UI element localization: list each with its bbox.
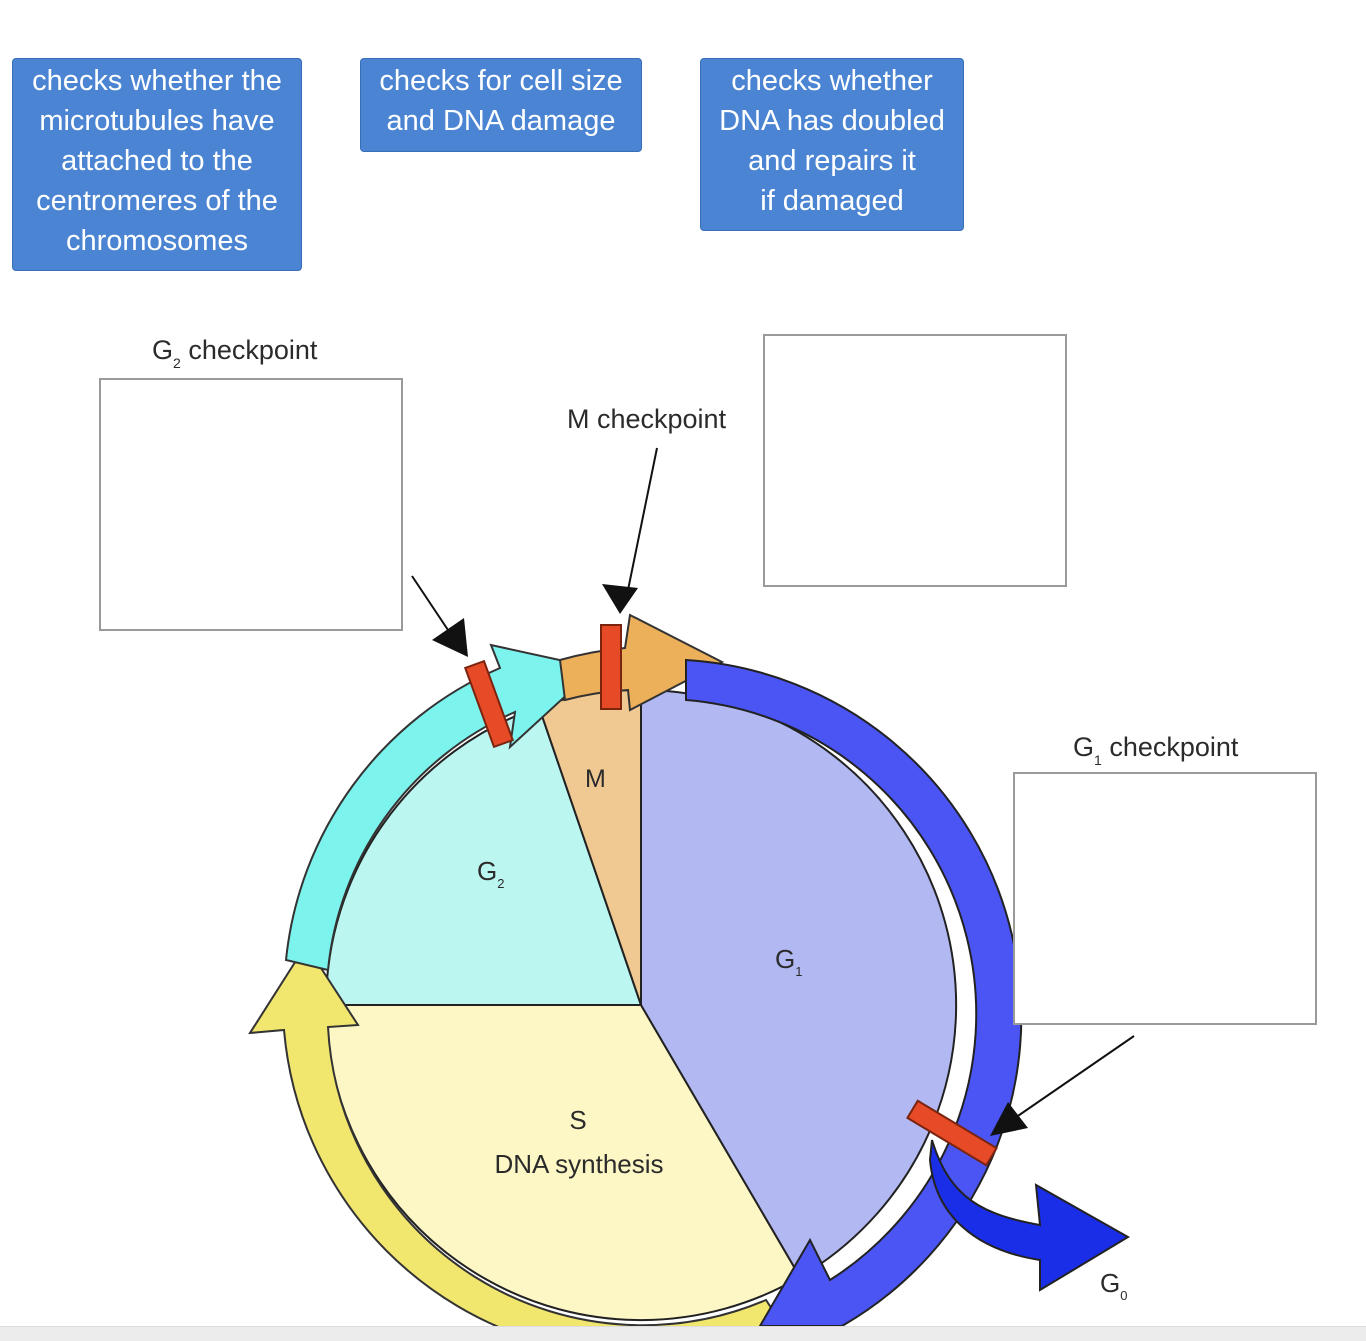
answer-tile-text: checks whether the microtubules have att… [32, 65, 282, 257]
g1-pointer-head [990, 1102, 1028, 1136]
g0-label: G0 [1100, 1268, 1127, 1303]
drop-target-m-checkpoint[interactable] [763, 334, 1067, 587]
drop-target-g2-checkpoint[interactable] [99, 378, 403, 631]
m-phase-label: M [585, 765, 606, 793]
m-pointer-line [627, 447, 658, 591]
s-phase-description: DNA synthesis [494, 1149, 663, 1179]
m-pointer-head [602, 584, 638, 614]
g1-pointer-line [1011, 1035, 1135, 1121]
g2-pointer-line [411, 575, 449, 631]
m-checkpoint-bar [600, 624, 622, 710]
g1-phase-label: G1 [775, 944, 802, 979]
answer-tile-cell-size[interactable]: checks for cell size and DNA damage [360, 58, 642, 152]
g2-phase-label: G2 [477, 856, 504, 891]
g0-exit-arrow [928, 1139, 1130, 1292]
answer-tile-text: checks for cell size and DNA damage [379, 65, 623, 137]
answer-tile-dna-doubled[interactable]: checks whether DNA has doubled and repai… [700, 58, 964, 231]
g1-phase-arrow [685, 658, 1023, 1326]
g2-checkpoint-bar [463, 659, 515, 749]
g1-checkpoint-bar [906, 1099, 998, 1167]
g2-checkpoint-label: G2 checkpoint [152, 335, 318, 371]
answer-tile-microtubules[interactable]: checks whether the microtubules have att… [12, 58, 302, 271]
m-checkpoint-label: M checkpoint [567, 404, 727, 434]
g2-phase-arrow [284, 643, 599, 972]
answer-tile-text: checks whether DNA has doubled and repai… [719, 65, 945, 217]
bottom-scrollbar-track[interactable] [0, 1326, 1366, 1341]
drop-target-g1-checkpoint[interactable] [1013, 772, 1317, 1025]
s-phase-label: S [569, 1105, 586, 1135]
g1-checkpoint-label: G1 checkpoint [1073, 732, 1239, 768]
g2-pointer-head [432, 618, 468, 657]
s-phase-arrow [248, 943, 785, 1326]
